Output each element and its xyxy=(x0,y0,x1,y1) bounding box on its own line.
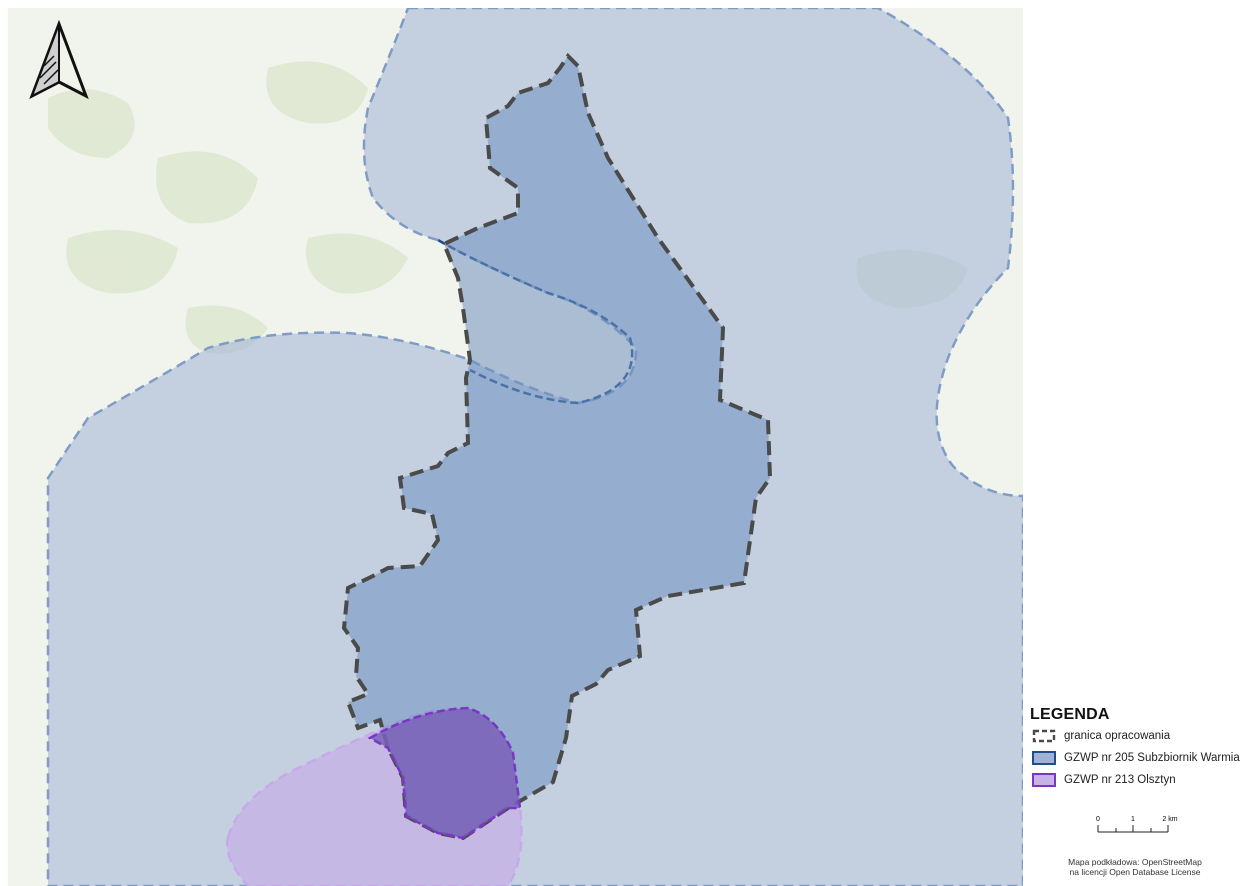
purple-area-icon xyxy=(1032,773,1056,787)
attribution-line-2: na licencji Open Database License xyxy=(1069,867,1201,877)
legend-label: granica opracowania xyxy=(1064,730,1171,742)
legend-item-gzwp-205: GZWP nr 205 Subzbiornik Warmia xyxy=(1030,748,1240,768)
legend-item-study-area: granica opracowania xyxy=(1030,726,1240,746)
gzwp-213-overlap xyxy=(367,706,522,840)
map-attribution: Mapa podkładowa: OpenStreetMap na licenc… xyxy=(1030,857,1240,877)
legend-label: GZWP nr 205 Subzbiornik Warmia xyxy=(1064,752,1240,764)
map-legend: LEGENDA granica opracowania GZWP nr 205 … xyxy=(1030,706,1240,790)
legend-title: LEGENDA xyxy=(1030,706,1110,723)
map-canvas[interactable] xyxy=(8,8,1023,886)
legend-label: GZWP nr 213 Olsztyn xyxy=(1064,774,1176,786)
scale-bar: 0 1 2 km xyxy=(1096,816,1178,833)
study-area-boundary[interactable] xyxy=(341,52,773,841)
attribution-line-1: Mapa podkładowa: OpenStreetMap xyxy=(1068,857,1202,867)
map-svg xyxy=(46,8,1023,886)
scale-tick-2: 2 km xyxy=(1162,816,1177,823)
legend-item-gzwp-213: GZWP nr 213 Olsztyn xyxy=(1030,770,1240,790)
scale-tick-1: 1 xyxy=(1131,816,1135,823)
blue-area-icon xyxy=(1032,751,1056,765)
dashed-boundary-icon xyxy=(1032,729,1056,743)
north-arrow-icon xyxy=(29,20,89,100)
scale-tick-0: 0 xyxy=(1096,816,1100,823)
